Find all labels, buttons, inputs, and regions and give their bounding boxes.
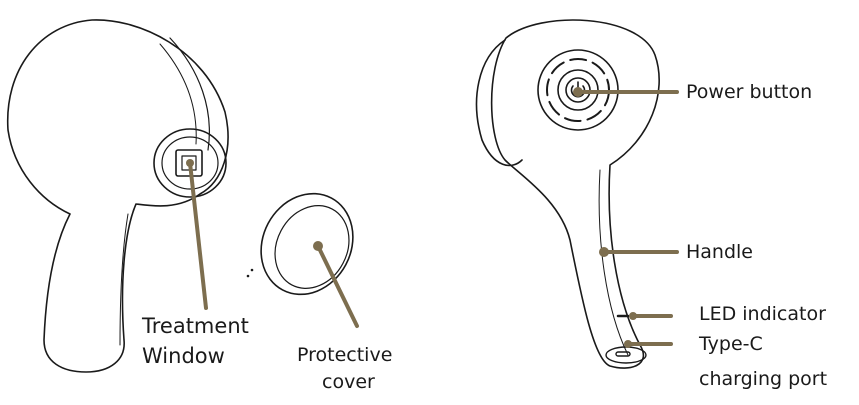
treatment-window-ring [153, 128, 227, 198]
stray-dot-2 [246, 274, 250, 278]
callout-handle-dot [599, 247, 609, 257]
callout-protective-cover-dot [313, 241, 323, 251]
label-power-button: Power button [686, 81, 813, 103]
label-type-c-line2: charging port [699, 368, 828, 390]
label-type-c-line1: Type-C [699, 333, 763, 355]
stray-dot-1 [250, 268, 254, 272]
callout-treatment-window-dot [186, 159, 194, 167]
left-device [6, 19, 229, 373]
callout-led-indicator-dot [629, 312, 637, 320]
left-device-seam-inner [159, 43, 197, 145]
protective-cover-inner [274, 205, 350, 289]
right-device-bottom [605, 346, 647, 364]
treatment-window-ring-inner [161, 136, 219, 190]
label-led-indicator: LED indicator [699, 303, 826, 325]
callout-power-button-dot [573, 87, 583, 97]
left-device-outline [6, 19, 229, 373]
label-protective-cover-line1: Protective [297, 344, 393, 366]
protective-cover-outer [260, 192, 354, 296]
callouts [186, 87, 679, 348]
callout-type-c-dot [624, 340, 632, 348]
protective-cover [246, 192, 354, 296]
right-device-outline [490, 19, 660, 369]
treatment-window-square [175, 149, 203, 177]
left-device-seam [169, 37, 210, 151]
label-treatment-window-line1: Treatment [142, 314, 249, 338]
right-device-back-lobe [475, 39, 523, 167]
label-protective-cover-line2: cover [322, 371, 375, 393]
label-handle: Handle [686, 241, 754, 263]
label-treatment-window-line2: Window [142, 344, 225, 368]
left-handle-edge [119, 213, 129, 346]
type-c-port [615, 351, 631, 357]
callout-protective-cover [316, 244, 359, 328]
callout-treatment-window [188, 161, 208, 310]
right-handle-edge [598, 169, 629, 356]
